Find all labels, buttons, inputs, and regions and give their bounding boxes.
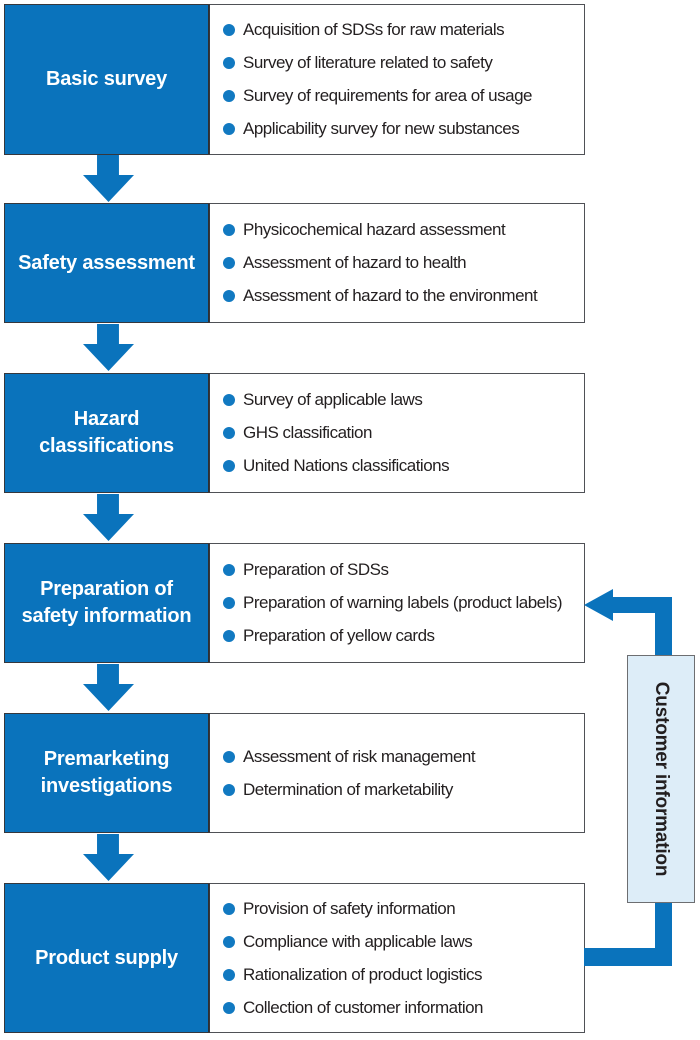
bullet-dot-icon [223, 968, 235, 981]
list-item-text: Determination of marketability [243, 779, 453, 799]
list-item: Collection of customer information [223, 991, 580, 1024]
list-item-text: Preparation of yellow cards [243, 626, 435, 645]
list-item: Applicability survey for new substances [223, 113, 580, 146]
bullet-dot-icon [223, 427, 235, 439]
list-item: Compliance with applicable laws [223, 925, 580, 958]
list-item-text: Applicability survey for new substances [243, 119, 520, 138]
bullet-dot-icon [223, 750, 235, 763]
list-item-text: United Nations classifications [243, 456, 450, 475]
stage-items-premarketing-investigations: Assessment of risk management Determinat… [209, 714, 584, 832]
feedback-arrow-head-icon [584, 589, 613, 621]
list-item: Provision of safety information [223, 892, 580, 925]
bullet-dot-icon [223, 394, 235, 406]
stage-items-safety-assessment: Physicochemical hazard assessment Assess… [209, 204, 584, 322]
flow-arrow-down-icon [83, 155, 134, 202]
bullet-dot-icon [223, 24, 235, 36]
bullet-dot-icon [223, 290, 235, 302]
bullet-dot-icon [223, 224, 235, 236]
bullet-dot-icon [223, 630, 235, 642]
bullet-dot-icon [223, 935, 235, 948]
list-item: Survey of requirements for area of usage [223, 80, 580, 113]
flow-arrow-down-icon [83, 324, 134, 371]
bullet-dot-icon [223, 90, 235, 102]
list-item-text: Collection of customer information [243, 997, 484, 1017]
list-item: Determination of marketability [223, 773, 580, 806]
list-item-text: Survey of applicable laws [243, 390, 423, 409]
list-item-text: Compliance with applicable laws [243, 931, 473, 951]
flow-arrow-down-icon [83, 834, 134, 881]
stage-row-product-supply: Product supply Provision of safety infor… [4, 883, 585, 1033]
customer-information-label: Customer information [651, 681, 672, 877]
list-item-text: Preparation of warning labels (product l… [243, 593, 563, 612]
bullet-dot-icon [223, 257, 235, 269]
customer-information-box: Customer information [627, 655, 695, 903]
list-item-text: Survey of literature related to safety [243, 53, 493, 72]
list-item-text: GHS classification [243, 423, 372, 442]
list-item-text: Assessment of hazard to health [243, 253, 467, 272]
list-item: Assessment of hazard to health [223, 247, 580, 280]
bullet-dot-icon [223, 902, 235, 915]
list-item: Rationalization of product logistics [223, 958, 580, 991]
list-item: Physicochemical hazard assessment [223, 214, 580, 247]
list-item-text: Rationalization of product logistics [243, 964, 483, 984]
stage-label-preparation-safety-information: Preparation of safety information [4, 543, 210, 663]
list-item-text: Preparation of SDSs [243, 560, 389, 579]
stage-label-premarketing-investigations: Premarketing investigations [4, 713, 210, 833]
bullet-dot-icon [223, 123, 235, 135]
list-item: Preparation of warning labels (product l… [223, 587, 580, 620]
list-item-text: Assessment of risk management [243, 746, 476, 766]
stage-items-preparation-safety-information: Preparation of SDSs Preparation of warni… [209, 544, 584, 662]
list-item-text: Acquisition of SDSs for raw materials [243, 20, 505, 39]
list-item: Preparation of SDSs [223, 554, 580, 587]
stage-label-product-supply: Product supply [4, 883, 210, 1033]
stage-label-basic-survey: Basic survey [4, 4, 210, 155]
bullet-dot-icon [223, 57, 235, 69]
list-item: Acquisition of SDSs for raw materials [223, 14, 580, 47]
flow-arrow-down-icon [83, 494, 134, 541]
bullet-dot-icon [223, 597, 235, 609]
list-item-text: Physicochemical hazard assessment [243, 220, 506, 239]
stage-label-safety-assessment: Safety assessment [4, 203, 210, 323]
stage-row-preparation-safety-information: Preparation of safety information Prepar… [4, 543, 585, 663]
list-item-text: Provision of safety information [243, 898, 456, 918]
list-item: Assessment of risk management [223, 740, 580, 773]
list-item: GHS classification [223, 417, 580, 450]
stage-items-hazard-classifications: Survey of applicable laws GHS classifica… [209, 374, 584, 492]
list-item-text: Survey of requirements for area of usage [243, 86, 533, 105]
bullet-dot-icon [223, 460, 235, 472]
stage-label-hazard-classifications: Hazard classifications [4, 373, 210, 493]
flow-arrow-down-icon [83, 664, 134, 711]
stage-row-safety-assessment: Safety assessment Physicochemical hazard… [4, 203, 585, 323]
feedback-arrow-bottom-segment [584, 948, 672, 966]
bullet-dot-icon [223, 783, 235, 796]
stage-row-basic-survey: Basic survey Acquisition of SDSs for raw… [4, 4, 585, 155]
stage-row-hazard-classifications: Hazard classifications Survey of applica… [4, 373, 585, 493]
list-item: Survey of literature related to safety [223, 47, 580, 80]
stage-items-basic-survey: Acquisition of SDSs for raw materials Su… [209, 5, 584, 154]
stage-row-premarketing-investigations: Premarketing investigations Assessment o… [4, 713, 585, 833]
bullet-dot-icon [223, 564, 235, 576]
list-item-text: Assessment of hazard to the environment [243, 286, 538, 305]
list-item: United Nations classifications [223, 450, 580, 483]
stage-items-product-supply: Provision of safety information Complian… [209, 884, 584, 1032]
list-item: Survey of applicable laws [223, 384, 580, 417]
list-item: Preparation of yellow cards [223, 620, 580, 653]
list-item: Assessment of hazard to the environment [223, 280, 580, 313]
bullet-dot-icon [223, 1001, 235, 1014]
